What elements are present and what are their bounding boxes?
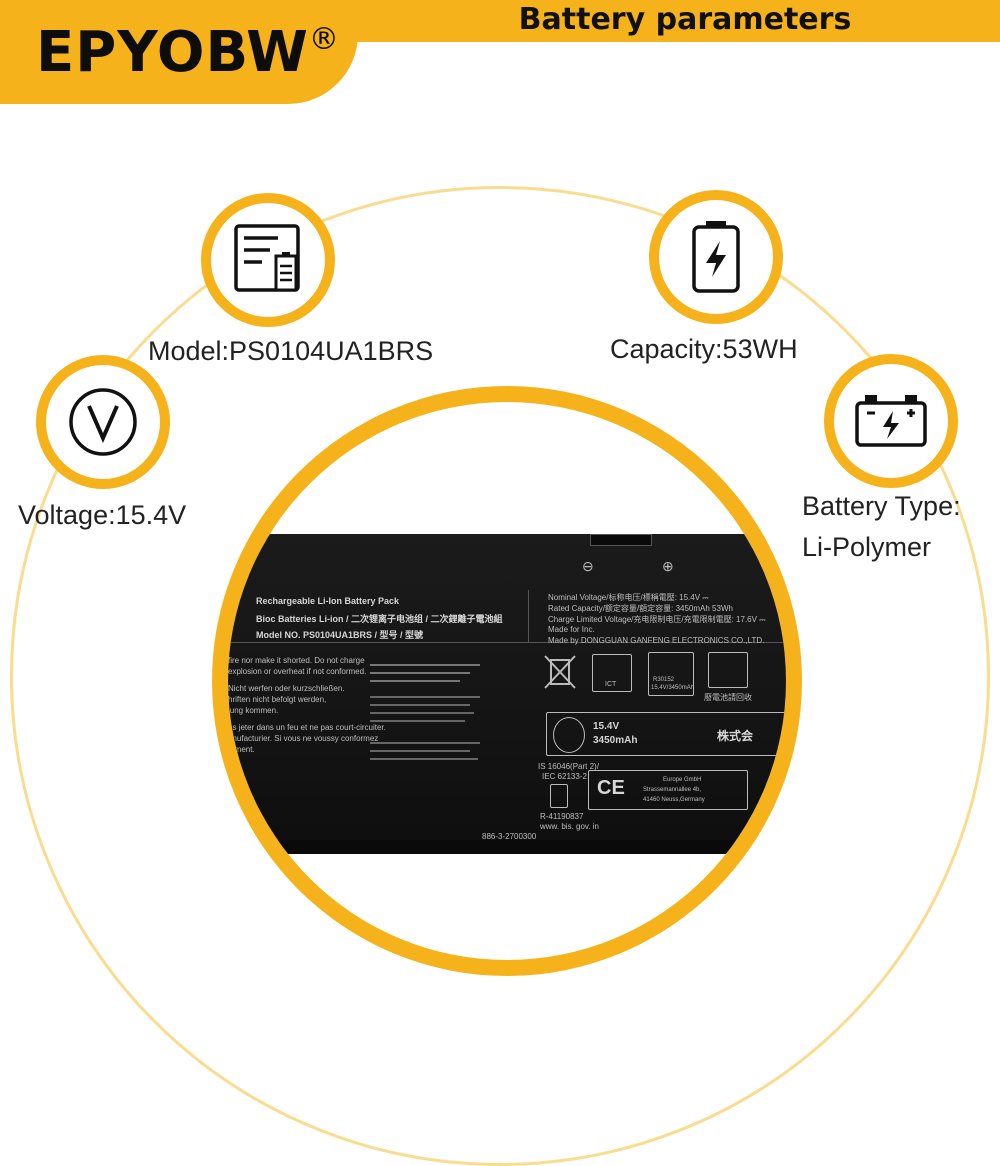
pse-mark	[553, 717, 585, 753]
warning-line: anufacturier. Si vous ne voussy conforme…	[228, 734, 379, 743]
header-bar: Battery parameters	[310, 0, 1000, 42]
battery-photo-mask: ⊖ ⊕ Rechargeable Li-Ion Battery Pack Bio…	[228, 402, 786, 960]
document-battery-icon	[234, 224, 300, 292]
label-chem: Bioc Batteries Li-ion / 二次锂离子电池组 / 二次鋰離子…	[256, 614, 503, 624]
cn-warning-text	[370, 658, 490, 766]
battery-charging-icon	[692, 221, 740, 293]
voltage-icon-badge	[36, 355, 170, 489]
label-charge: Charge Limited Voltage/充电限制电压/充電限制電壓: 17…	[548, 615, 766, 624]
battery-photo-frame: ⊖ ⊕ Rechargeable Li-Ion Battery Pack Bio…	[212, 386, 802, 976]
recycle-mark	[708, 652, 748, 688]
warning-line: fement.	[228, 745, 255, 754]
label-model: Model NO. PS0104UA1BRS / 型号 / 型號	[256, 630, 424, 640]
type-icon-badge	[824, 354, 958, 488]
warning-line: fire nor make it shorted. Do not charge	[228, 656, 365, 665]
model-icon-badge	[201, 193, 335, 327]
brand-name: EPYOBW	[36, 20, 309, 85]
battery-photo: ⊖ ⊕ Rechargeable Li-Ion Battery Pack Bio…	[228, 534, 786, 854]
car-battery-icon	[855, 395, 927, 447]
pse-box: 15.4V 3450mAh 株式会	[546, 712, 786, 756]
phone-number: 886-3-2700300	[482, 832, 537, 841]
type-spec-line1: Battery Type:	[802, 491, 961, 521]
battery-bottom-edge	[228, 840, 786, 854]
label-rated: Rated Capacity/额定容量/額定容量: 3450mAh 53Wh	[548, 604, 733, 613]
warning-line: Nicht werfen oder kurzschließen.	[228, 684, 345, 693]
warning-line: as jeter dans un feu et ne pas court-cir…	[228, 723, 386, 732]
label-made-for: Made for Inc.	[548, 625, 595, 634]
bis-number: R-41190837	[540, 812, 584, 821]
pse-voltage: 15.4V	[593, 721, 620, 732]
eu-line: Europe GmbH	[663, 777, 702, 783]
warning-line: lung kommen.	[228, 706, 279, 715]
eu-line: 41460 Neuss,Germany	[643, 797, 705, 803]
is-standard: IS 16046(Part 2)/	[538, 762, 599, 771]
warning-line: explosion or overheat if not conformed.	[228, 667, 367, 676]
type-spec-line2: Li-Polymer	[802, 532, 932, 562]
brand-logo: EPYOBW®	[36, 20, 340, 85]
model-spec: Model:PS0104UA1BRS	[148, 336, 434, 366]
terminal-minus: ⊖	[582, 558, 594, 574]
bsmi-code: R30152	[653, 677, 675, 683]
weee-bin-icon	[542, 652, 578, 692]
battery-connector	[590, 534, 652, 546]
page-title: Battery parameters	[518, 2, 852, 37]
ce-mark: CE	[597, 777, 625, 799]
pse-capacity: 3450mAh	[593, 735, 638, 746]
brand-tab: EPYOBW®	[0, 0, 358, 104]
label-made-by: Made by DONGGUAN GANFENG ELECTRONICS CO.…	[548, 636, 765, 645]
bis-url: www. bis. gov. in	[540, 822, 599, 831]
capacity-spec: Capacity:53WH	[610, 334, 798, 364]
ict-mark: ICT	[592, 654, 632, 692]
eu-line: Strassemannallee 4b,	[643, 787, 702, 793]
label-divider	[528, 590, 529, 642]
warning-line: hriften nicht befolgt werden,	[228, 695, 327, 704]
iec-standard: IEC 62133-2	[542, 772, 587, 781]
bsmi-spec: 15.4V/3450mAh	[651, 685, 695, 691]
label-nominal: Nominal Voltage/标称电压/標稱電壓: 15.4V ⎓	[548, 593, 709, 602]
recycle-label: 廢電池請回收	[704, 693, 752, 702]
capacity-icon-badge	[649, 190, 783, 324]
voltage-spec: Voltage:15.4V	[18, 500, 187, 530]
eu-box: CE Europe GmbH Strassemannallee 4b, 4146…	[588, 770, 748, 810]
ict-label: ICT	[605, 681, 617, 688]
label-divider	[228, 642, 786, 643]
bis-mark	[550, 784, 568, 808]
terminal-plus: ⊕	[662, 558, 674, 574]
registered-mark: ®	[308, 22, 340, 57]
jp-company: 株式会	[717, 729, 754, 743]
voltage-v-icon	[69, 388, 137, 456]
bsmi-mark: R30152 15.4V/3450mAh	[648, 652, 694, 696]
label-title: Rechargeable Li-Ion Battery Pack	[256, 596, 400, 606]
